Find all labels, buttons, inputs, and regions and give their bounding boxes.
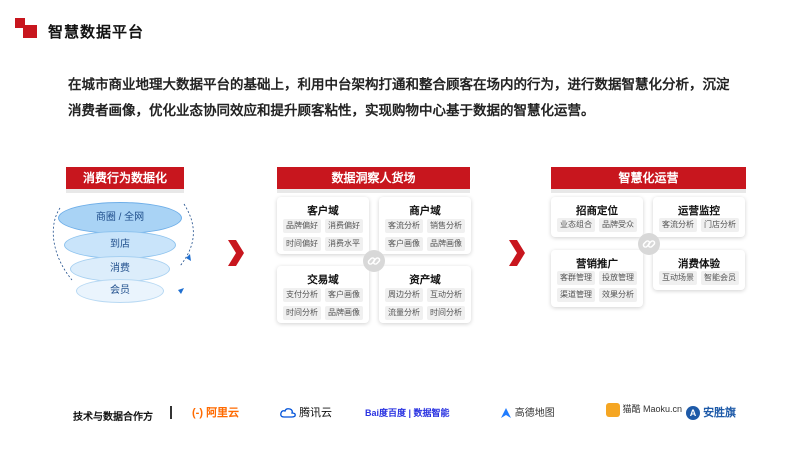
tag: 流量分析 xyxy=(385,306,423,320)
tag: 客流分析 xyxy=(385,219,423,233)
tag: 时间分析 xyxy=(283,306,321,320)
tag: 投放管理 xyxy=(599,271,637,285)
tag: 业态组合 xyxy=(557,218,595,232)
cat-icon xyxy=(606,402,620,417)
partner-amap: 高德地图 xyxy=(500,404,555,419)
partners-label: 技术与数据合作方 xyxy=(73,412,153,423)
card-operation-monitor: 运营监控 客流分析 门店分析 xyxy=(653,197,745,237)
tag: 客流分析 xyxy=(659,218,697,232)
tag: 品牌偏好 xyxy=(283,219,321,233)
flow-arrow-icon xyxy=(228,240,244,266)
tag: 互动分析 xyxy=(427,288,465,302)
partner-anshengqi: A 安胜旗 xyxy=(686,404,736,421)
column-header-insight: 数据洞察人货场 xyxy=(277,167,470,189)
tag: 品牌画像 xyxy=(427,237,465,251)
link-icon xyxy=(638,233,660,255)
link-icon xyxy=(363,250,385,272)
card-merchant-domain: 商户域 客流分析 销售分析 客户画像 品牌画像 xyxy=(379,197,471,254)
tag: 客户画像 xyxy=(385,237,423,251)
column-header-operation: 智慧化运营 xyxy=(551,167,746,189)
intro-paragraph: 在城市商业地理大数据平台的基础上，利用中台架构打通和整合顾客在场内的行为，进行数… xyxy=(68,77,730,118)
funnel-layer-2: 到店 xyxy=(64,231,176,259)
partner-tencent-cloud: 腾讯云 xyxy=(280,404,332,420)
column-header-consumer: 消费行为数据化 xyxy=(66,167,184,189)
funnel-layer-3: 消费 xyxy=(70,256,170,282)
card-consumer-experience: 消费体验 互动场景 智能会员 xyxy=(653,250,745,290)
card-asset-domain: 资产域 周边分析 互动分析 流量分析 时间分析 xyxy=(379,266,471,323)
tag: 销售分析 xyxy=(427,219,465,233)
tag: 时间分析 xyxy=(427,306,465,320)
card-marketing-promotion: 营销推广 客群管理 投放管理 渠道管理 效果分析 xyxy=(551,250,643,307)
cloud-icon xyxy=(280,408,296,418)
tag: 时间偏好 xyxy=(283,237,321,251)
funnel-layer-1: 商圈 / 全网 xyxy=(58,202,182,234)
tag: 周边分析 xyxy=(385,288,423,302)
flow-arrow-icon xyxy=(509,240,525,266)
anshengqi-logo-icon: A xyxy=(686,406,700,421)
funnel-layer-4: 会员 xyxy=(76,279,164,303)
amap-arrow-icon xyxy=(501,408,511,419)
partner-maoku: 猫酷 Maoku.cn xyxy=(606,402,682,417)
partner-baidu: Bai度百度 | 数据智能 xyxy=(365,408,450,418)
tag: 渠道管理 xyxy=(557,288,595,302)
tag: 消费水平 xyxy=(325,237,363,251)
tag: 互动场景 xyxy=(659,271,697,285)
partners-divider xyxy=(170,406,172,419)
tag: 效果分析 xyxy=(599,288,637,302)
tag: 品牌画像 xyxy=(325,306,363,320)
brand-logo-icon xyxy=(15,18,37,38)
card-customer-domain: 客户域 品牌偏好 消费偏好 时间偏好 消费水平 xyxy=(277,197,369,254)
tag: 门店分析 xyxy=(701,218,739,232)
tag: 智能会员 xyxy=(701,271,739,285)
tag: 消费偏好 xyxy=(325,219,363,233)
tag: 客户画像 xyxy=(325,288,363,302)
partner-aliyun: (-) 阿里云 xyxy=(192,407,240,419)
tag: 支付分析 xyxy=(283,288,321,302)
card-trade-domain: 交易域 支付分析 客户画像 时间分析 品牌画像 xyxy=(277,266,369,323)
funnel-loop-icon xyxy=(52,203,194,294)
card-leasing-positioning: 招商定位 业态组合 品牌受众 xyxy=(551,197,643,237)
aliyun-icon: (-) xyxy=(192,407,203,419)
tag: 客群管理 xyxy=(557,271,595,285)
tag: 品牌受众 xyxy=(599,218,637,232)
page-title: 智慧数据平台 xyxy=(48,24,145,41)
